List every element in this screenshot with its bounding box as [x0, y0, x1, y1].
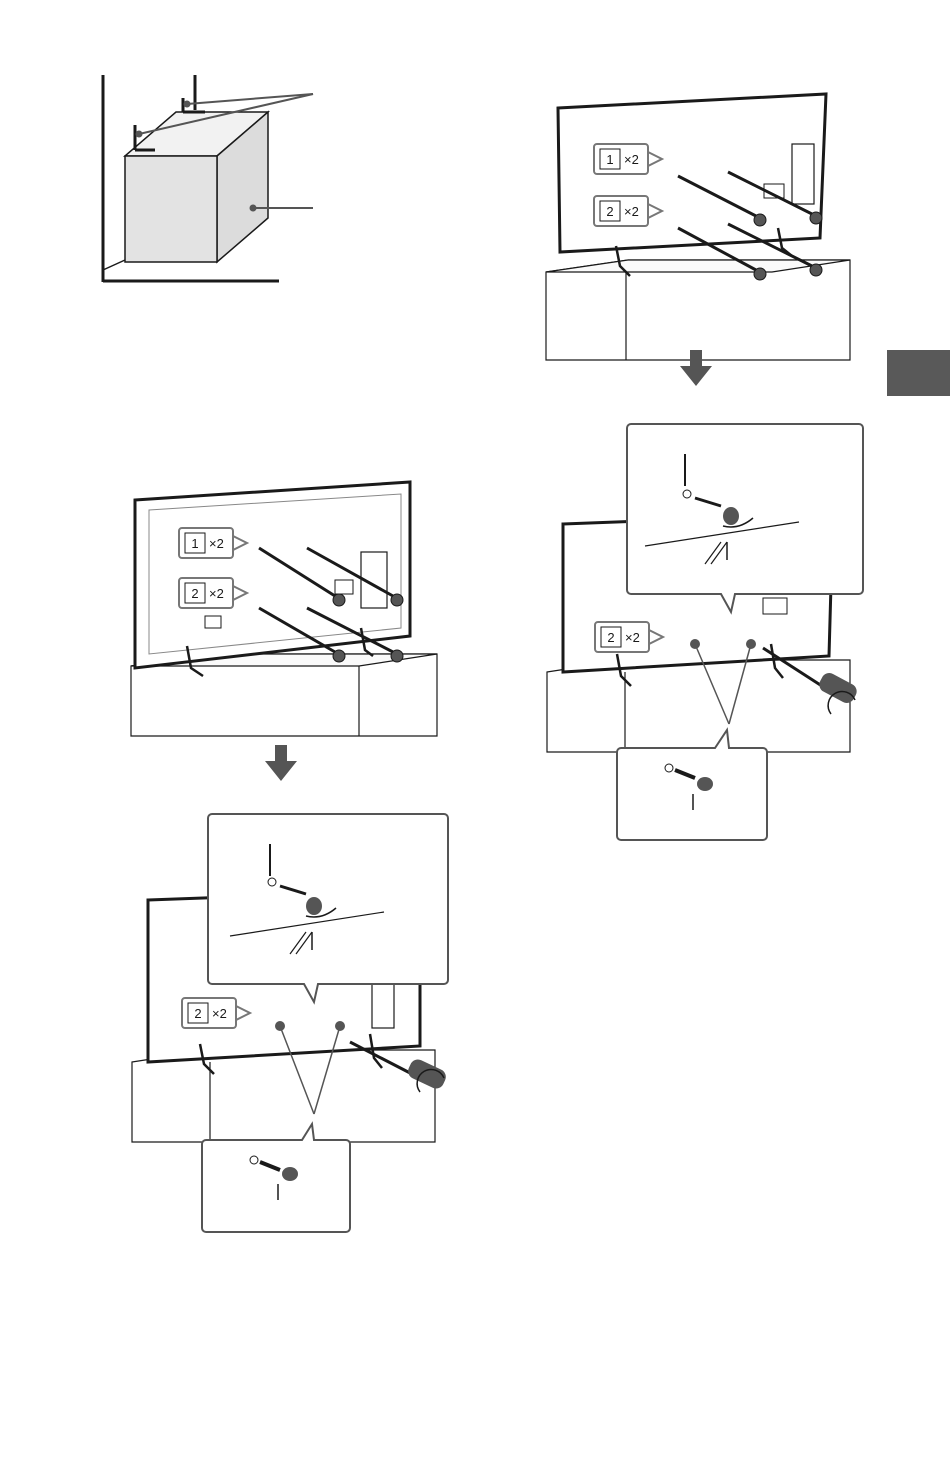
- side-tab: [887, 350, 950, 396]
- badge-2-count: ×2: [212, 1006, 227, 1021]
- badge-2-count: ×2: [625, 630, 640, 645]
- svg-text:2: 2: [191, 586, 198, 601]
- tv-strap-fastening-diagram-left: 2 ×2: [130, 812, 450, 1237]
- svg-text:1: 1: [191, 536, 198, 551]
- tv-rear-screws-diagram-right: 1 2 ×2 ×2: [542, 88, 857, 363]
- badge-1-count: ×2: [624, 152, 639, 167]
- tv-rear-screws-diagram-left: 1 2 ×2 ×2: [125, 478, 445, 743]
- svg-text:2: 2: [606, 204, 613, 219]
- tv-strap-fastening-diagram-right: 2 ×2: [545, 422, 865, 847]
- down-arrow-icon: [680, 350, 712, 386]
- badge-1-count: ×2: [209, 536, 224, 551]
- badge-2-count: ×2: [209, 586, 224, 601]
- svg-text:2: 2: [607, 630, 614, 645]
- down-arrow-icon: [265, 745, 297, 781]
- wall-clearance-diagram: [95, 70, 325, 290]
- svg-text:1: 1: [606, 152, 613, 167]
- badge-2-count: ×2: [624, 204, 639, 219]
- svg-text:2: 2: [194, 1006, 201, 1021]
